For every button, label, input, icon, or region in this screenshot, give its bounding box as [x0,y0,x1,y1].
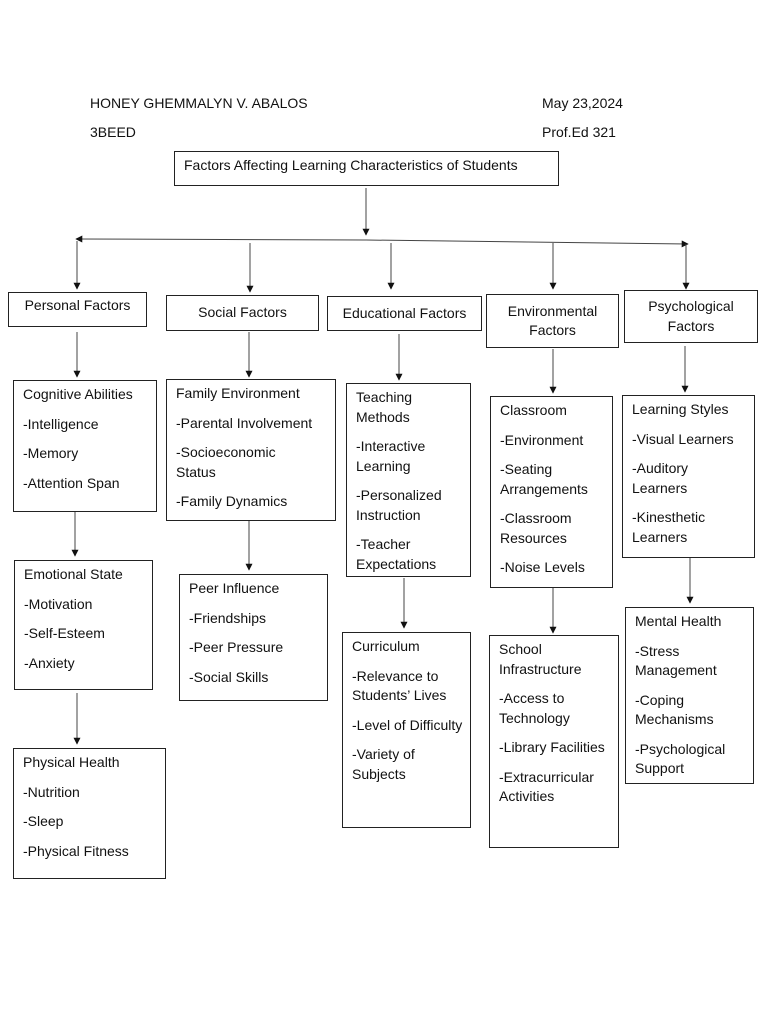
category-educational-factors: Educational Factors [327,296,482,331]
group-title: Classroom [500,402,567,418]
group-item: -Family Dynamics [176,493,288,509]
group-item: -Personalized Instruction [356,487,442,523]
group-title: Family Environment [176,385,300,401]
category-environmental-factors: Environmental Factors [486,294,619,348]
group-item: -Access to Technology [499,690,570,726]
group-physical-health: Physical Health -Nutrition -Sleep -Physi… [13,748,166,879]
group-title: Curriculum [352,638,420,654]
course-code: Prof.Ed 321 [542,124,616,140]
root-node: Factors Affecting Learning Characteristi… [174,151,559,186]
student-section: 3BEED [90,124,136,140]
group-item: -Kinesthetic Learners [632,509,706,545]
group-item: -Level of Difficulty [352,716,463,733]
group-item: -Psychological Support [635,740,726,777]
branch-right [365,239,689,248]
group-item: -Teacher Expectations [356,536,437,572]
group-item: -Relevance to Students’ Lives [352,667,447,704]
group-item: -Physical Fitness [23,842,129,859]
group-title: Mental Health [635,613,722,629]
group-emotional-state: Emotional State -Motivation -Self-Esteem… [14,560,153,690]
group-mental-health: Mental Health -Stress Management -Coping… [625,607,754,784]
group-item: -Social Skills [189,668,269,685]
group-item: -Noise Levels [500,559,585,575]
group-item: -Socioeconomic Status [176,444,276,480]
group-item: -Coping Mechanisms [635,691,714,728]
category-label: Psychological Factors [648,298,734,334]
group-title: Physical Health [23,754,120,770]
category-label: Educational Factors [342,304,467,321]
root-title: Factors Affecting Learning Characteristi… [184,157,518,173]
group-item: -Seating Arrangements [500,461,588,497]
group-family-environment: Family Environment -Parental Involvement… [166,379,336,521]
group-item: -Nutrition [23,783,80,800]
group-item: -Visual Learners [632,430,734,447]
group-item: -Extracurricular Activities [499,768,594,805]
group-item: -Anxiety [24,654,75,671]
group-item: -Peer Pressure [189,639,284,655]
group-teaching-methods: Teaching Methods -Interactive Learning -… [346,383,471,577]
category-label: Social Factors [198,304,287,321]
group-title: Emotional State [24,566,123,582]
group-classroom: Classroom -Environment -Seating Arrangem… [490,396,613,588]
group-title: School Infrastructure [499,641,582,677]
group-item: -Intelligence [23,415,99,432]
group-item: -Parental Involvement [176,414,313,431]
group-curriculum: Curriculum -Relevance to Students’ Lives… [342,632,471,828]
group-title: Peer Influence [189,580,280,596]
category-label: Environmental Factors [507,302,598,339]
group-item: -Attention Span [23,474,120,491]
group-item: -Environment [500,431,584,448]
document-date: May 23,2024 [542,95,623,111]
group-peer-influence: Peer Influence -Friendships -Peer Pressu… [179,574,328,701]
student-name: HONEY GHEMMALYN V. ABALOS [90,95,308,111]
group-item: -Variety of Subjects [352,746,415,782]
category-psychological-factors: Psychological Factors [624,290,758,343]
group-cognitive-abilities: Cognitive Abilities -Intelligence -Memor… [13,380,157,512]
group-item: -Interactive Learning [356,438,426,474]
category-label: Personal Factors [24,296,131,313]
group-item: -Memory [23,445,79,461]
group-learning-styles: Learning Styles -Visual Learners -Audito… [622,395,755,558]
group-item: -Motivation [24,595,93,612]
group-item: -Self-Esteem [24,625,105,641]
group-item: -Auditory Learners [632,460,689,496]
group-title: Teaching Methods [356,389,413,425]
category-personal-factors: Personal Factors [8,292,147,327]
group-item: -Classroom Resources [500,510,572,546]
group-item: -Sleep [23,813,64,829]
branch-left [75,235,367,243]
group-school-infrastructure: School Infrastructure -Access to Technol… [489,635,619,848]
group-item: -Friendships [189,609,267,626]
category-social-factors: Social Factors [166,295,319,331]
group-title: Cognitive Abilities [23,386,133,402]
group-item: -Library Facilities [499,739,605,755]
group-item: -Stress Management [635,642,717,679]
group-title: Learning Styles [632,401,729,417]
